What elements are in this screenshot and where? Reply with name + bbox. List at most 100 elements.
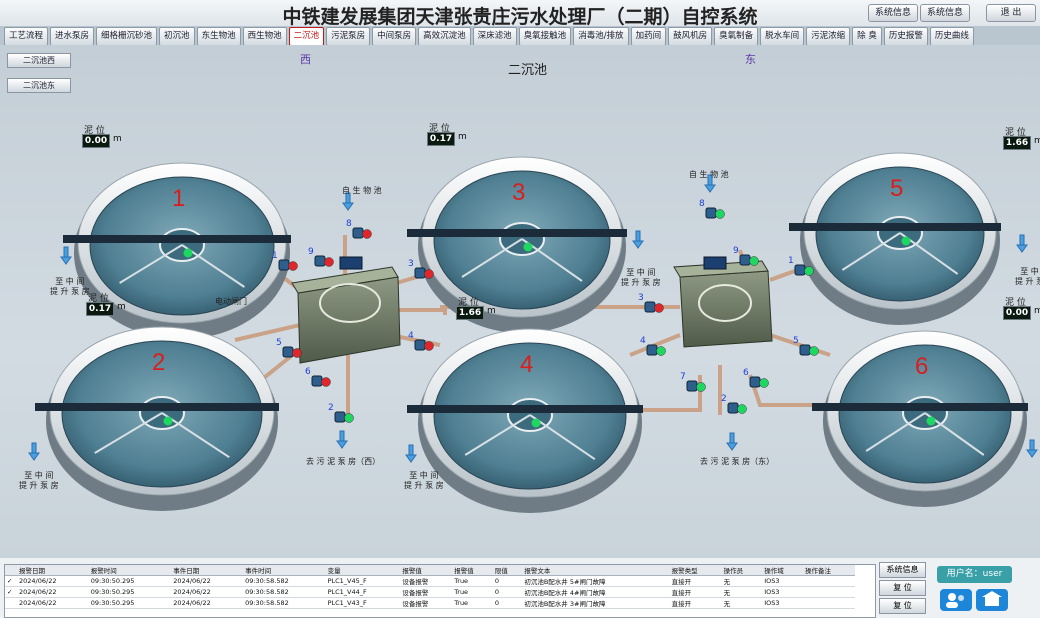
nav-tabs: 工艺流程进水泵房细格栅沉砂池初沉池东生物池西生物池二沉池污泥泵房中间泵房高效沉淀… (0, 26, 1040, 45)
tab-20[interactable]: 历史曲线 (929, 27, 974, 45)
alarm-col-7[interactable]: 限值 (492, 565, 523, 576)
alarm-cell: 直接开 (669, 597, 722, 609)
alarm-col-9[interactable]: 报警类型 (669, 565, 722, 576)
clarifier-number-3: 3 (512, 179, 526, 206)
clarifier-6[interactable] (812, 330, 1028, 507)
system-info-button-2[interactable]: 系统信息 (920, 4, 970, 22)
valve-east-6[interactable] (749, 376, 769, 388)
alarm-cell: 2024/06/22 (171, 575, 244, 587)
tab-19[interactable]: 历史报警 (883, 27, 928, 45)
tab-15[interactable]: 臭氧制备 (714, 27, 759, 45)
mud-level-unit-4: m (487, 306, 496, 316)
tab-18[interactable]: 除 臭 (852, 27, 882, 45)
valve-west-3[interactable] (414, 267, 434, 279)
alarm-cell: 2024/06/22 (171, 597, 244, 609)
clarifier-number-5: 5 (890, 175, 904, 202)
alarm-cell: 初沉池B配水井 4#闸门故障 (522, 586, 670, 598)
plant-diagram (28, 152, 1038, 513)
tab-11[interactable]: 臭氧接触池 (518, 27, 572, 45)
system-info-button[interactable]: 系统信息 (868, 4, 918, 22)
alarm-col-11[interactable]: 操作域 (762, 565, 803, 576)
logout-icon[interactable] (976, 589, 1008, 611)
valve-west-9[interactable] (314, 255, 334, 267)
tab-13[interactable]: 加药间 (630, 27, 667, 45)
alarm-cell: 09:30:58.582 (243, 586, 326, 598)
reset-button[interactable]: 复 位 (879, 580, 926, 596)
alarm-cell: 无 (721, 575, 763, 587)
tab-6[interactable]: 二沉池 (288, 27, 325, 45)
alarm-col-6[interactable]: 报警值 (452, 565, 493, 576)
alarm-cell: 设备报警 (400, 575, 453, 587)
alarm-col-10[interactable]: 操作员 (721, 565, 763, 576)
mud-level-label-3: 泥 位 (429, 124, 450, 134)
valve-number-east-3: 3 (638, 293, 644, 303)
ack-check-icon (5, 597, 17, 609)
valve-east-5[interactable] (799, 344, 819, 356)
mud-level-label-6: 泥 位 (1005, 298, 1026, 308)
tab-1[interactable]: 进水泵房 (50, 27, 95, 45)
valve-west-1[interactable] (278, 259, 298, 271)
tab-2[interactable]: 细格栅沉砂池 (96, 27, 158, 45)
tab-3[interactable]: 初沉池 (159, 27, 195, 45)
valve-west-5[interactable] (282, 346, 302, 358)
alarm-col-2[interactable]: 事件日期 (171, 565, 244, 576)
tab-5[interactable]: 西生物池 (242, 27, 287, 45)
alarm-cell: 2024/06/22 (171, 586, 244, 598)
valve-east-3[interactable] (644, 301, 664, 313)
valve-east-9[interactable] (739, 254, 759, 266)
clarifier-3[interactable] (407, 156, 627, 333)
side-button-east[interactable]: 二沉池东 (7, 78, 71, 93)
alarm-col-5[interactable]: 报警值 (400, 565, 453, 576)
scraper-bridge-5 (789, 223, 1001, 231)
valve-east-8[interactable] (705, 207, 725, 219)
alarm-col-1[interactable]: 报警时间 (88, 565, 172, 576)
valve-number-west-8: 8 (346, 219, 352, 229)
tab-8[interactable]: 中间泵房 (372, 27, 417, 45)
scraper-bridge-6 (812, 403, 1028, 411)
valve-west-4[interactable] (414, 339, 434, 351)
alarm-cell: 2024/06/22 (17, 597, 89, 609)
valve-number-east-8: 8 (699, 199, 705, 209)
reset-button-2[interactable]: 复 位 (879, 598, 926, 614)
flow-arrow-icon (632, 230, 644, 249)
system-info-alarm-button[interactable]: 系统信息 (879, 562, 926, 578)
valve-west-2[interactable] (334, 411, 354, 423)
valve-east-1[interactable] (794, 264, 814, 276)
valve-east-4[interactable] (646, 344, 666, 356)
alarm-cell: IOS3 (762, 597, 803, 609)
valve-number-east-4: 4 (640, 336, 646, 346)
tab-14[interactable]: 鼓风机房 (668, 27, 713, 45)
exit-button[interactable]: 退 出 (986, 4, 1036, 22)
alarm-col-8[interactable]: 报警文本 (522, 565, 670, 576)
alarm-cell (802, 575, 855, 587)
tab-16[interactable]: 脱水车间 (760, 27, 805, 45)
scraper-bridge-1 (63, 235, 291, 243)
clarifier-5[interactable] (789, 152, 1001, 325)
tab-4[interactable]: 东生物池 (196, 27, 241, 45)
tab-7[interactable]: 污泥泵房 (326, 27, 371, 45)
valve-west-6[interactable] (311, 375, 331, 387)
tab-12[interactable]: 消毒池/排放 (573, 27, 629, 45)
scraper-bridge-3 (407, 229, 627, 237)
clarifier-4[interactable] (407, 328, 643, 513)
side-button-west[interactable]: 二沉池西 (7, 53, 71, 68)
tab-0[interactable]: 工艺流程 (4, 27, 49, 45)
tab-10[interactable]: 深床滤池 (472, 27, 517, 45)
alarm-table[interactable]: 报警日期报警时间事件日期事件时间变量报警值报警值限值报警文本报警类型操作员操作域… (4, 564, 876, 618)
clarifier-1[interactable] (63, 162, 291, 339)
valve-west-8[interactable] (352, 227, 372, 239)
tab-17[interactable]: 污泥浓缩 (806, 27, 851, 45)
tab-9[interactable]: 高效沉淀池 (418, 27, 471, 45)
alarm-col-0[interactable]: 报警日期 (17, 565, 89, 576)
process-canvas: 二沉池西 二沉池东 西 东 二沉池 (0, 45, 1040, 558)
clarifier-2[interactable] (35, 326, 279, 511)
alarm-col-12[interactable]: 操作备注 (802, 565, 855, 576)
user-switch-icon[interactable] (940, 589, 972, 611)
valve-east-7[interactable] (686, 380, 706, 392)
alarm-col-3[interactable]: 事件时间 (243, 565, 326, 576)
valve-east-2[interactable] (727, 402, 747, 414)
alarm-col-4[interactable]: 变量 (325, 565, 401, 576)
